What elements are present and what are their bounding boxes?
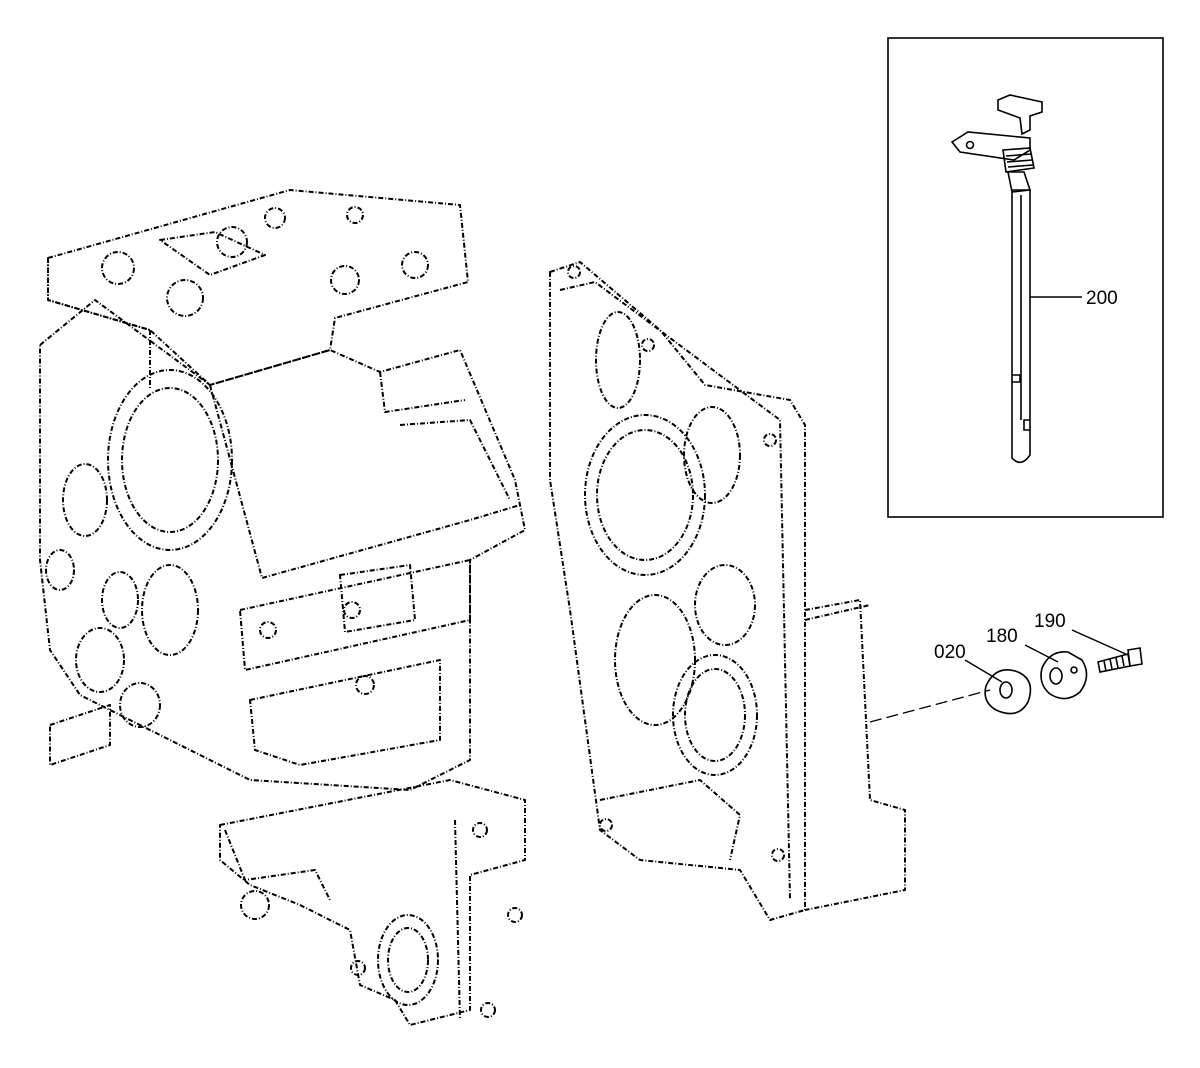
leader-line-020	[964, 659, 1003, 683]
leader-line-180	[1024, 644, 1059, 663]
detail-inset-frame	[887, 37, 1164, 518]
part-label-200: 200	[1086, 288, 1118, 309]
part-label-020: 020	[934, 642, 966, 663]
transmission-cover-plate	[549, 261, 906, 921]
gasket-icon	[984, 669, 1032, 715]
leader-line-190	[1071, 629, 1129, 656]
screw-icon	[1097, 647, 1143, 673]
transmission-housing-left	[39, 189, 526, 1026]
part-label-190: 190	[1034, 611, 1066, 632]
assembly-axis-line	[869, 689, 991, 723]
dipstick-icon	[950, 94, 1043, 464]
filler-neck-icon	[1040, 651, 1088, 700]
part-label-180: 180	[986, 626, 1018, 647]
